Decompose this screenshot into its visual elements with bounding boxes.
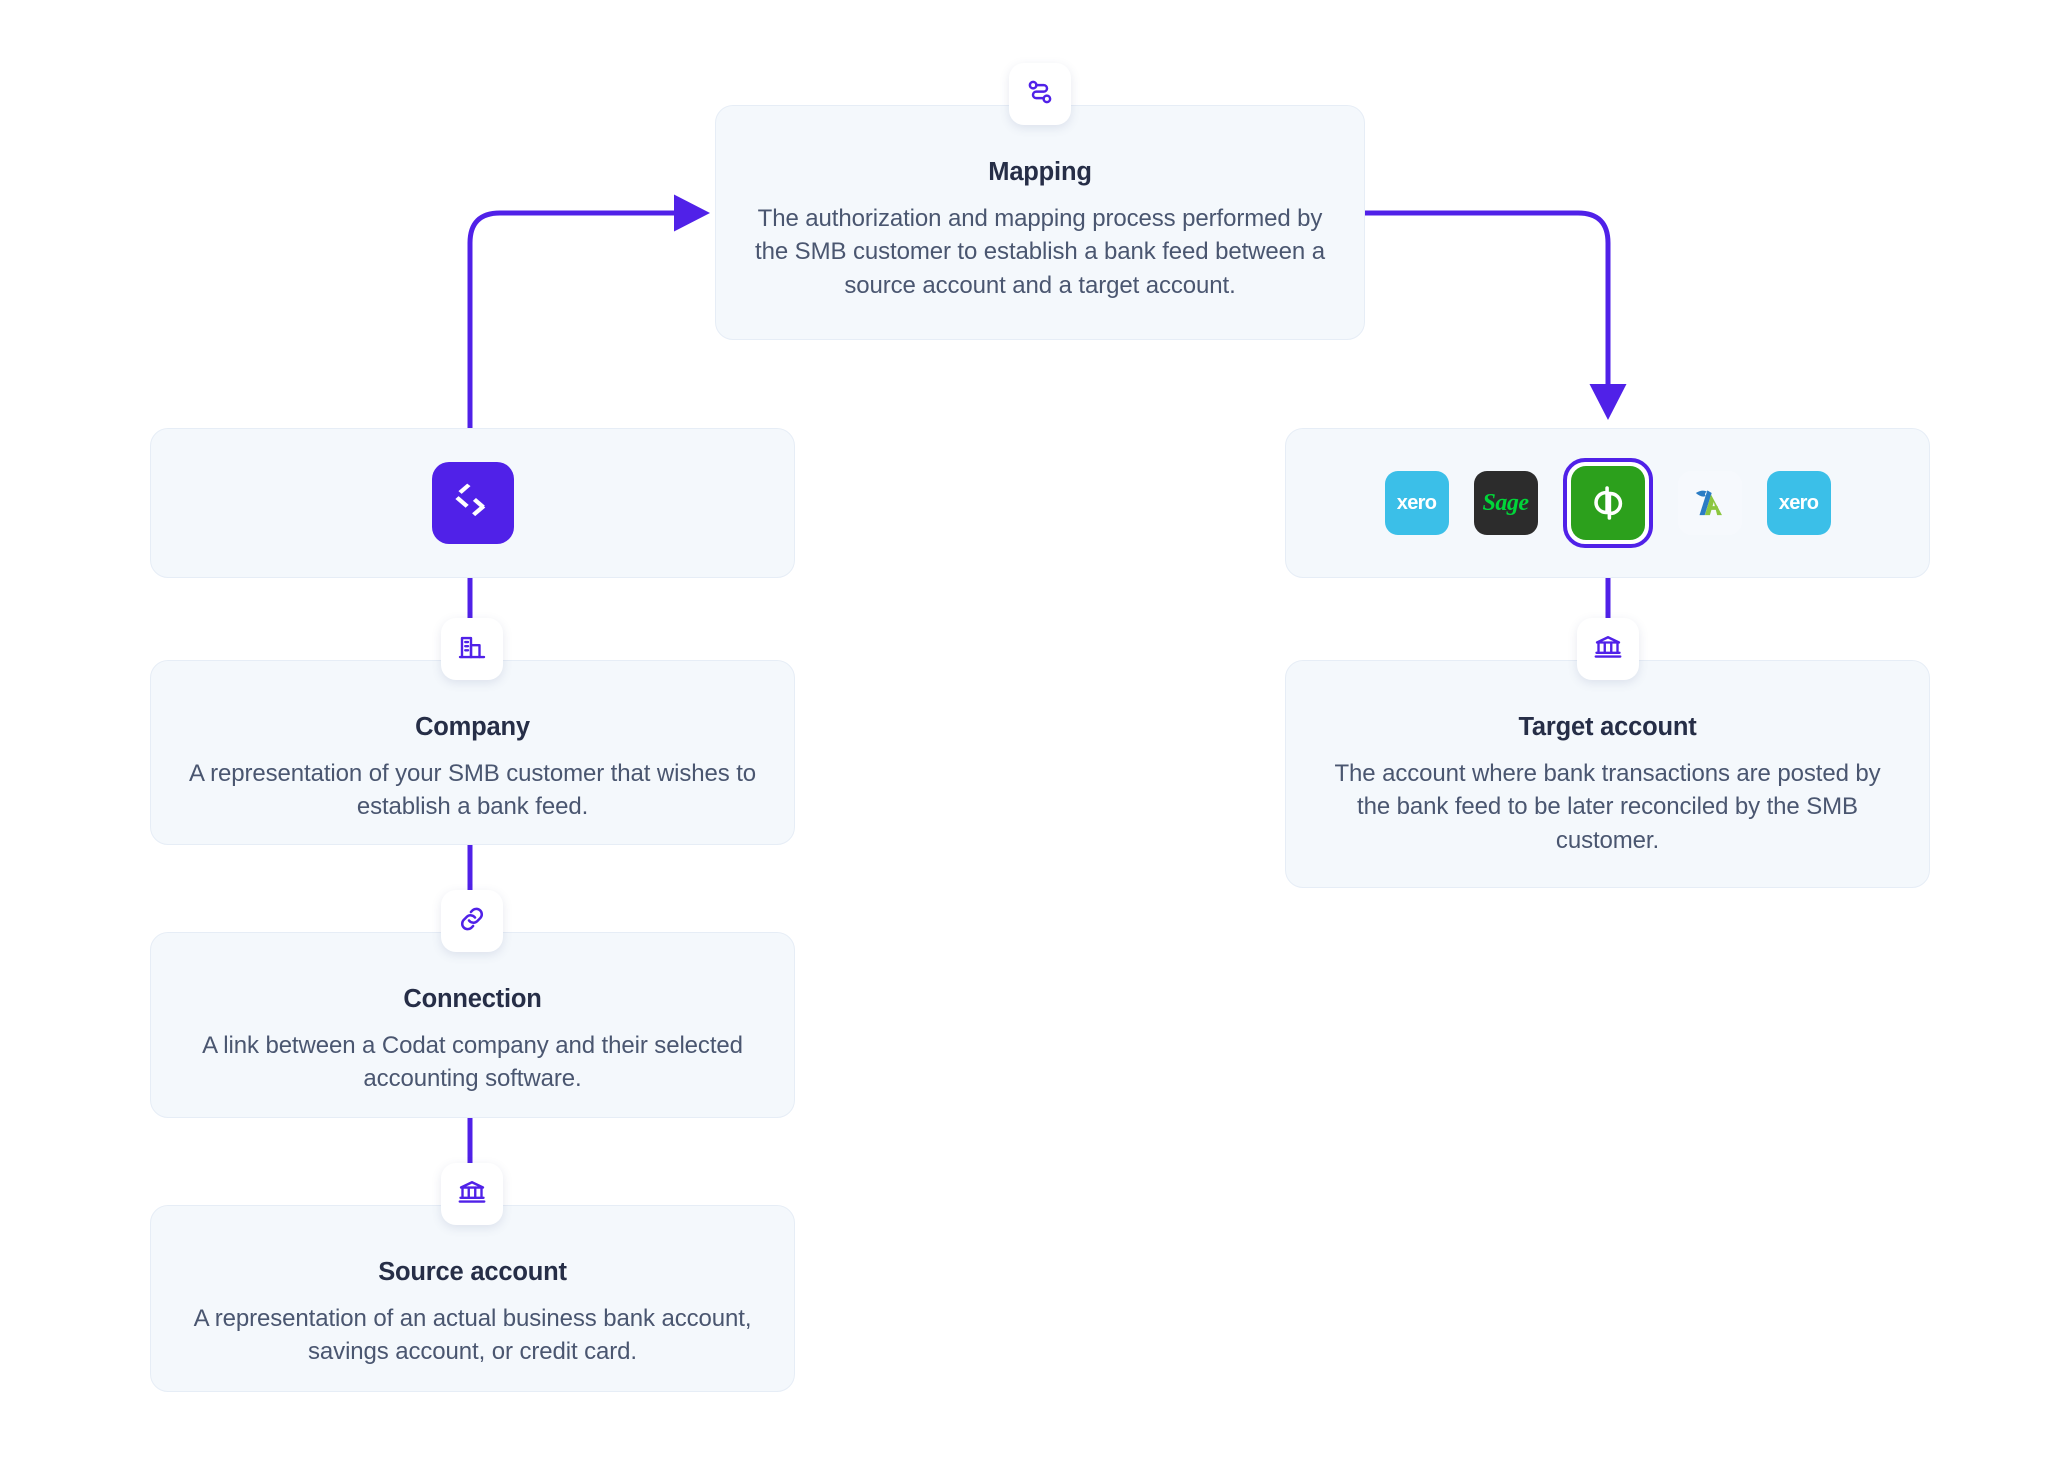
bank-icon (1593, 632, 1623, 667)
card-target-account: Target account The account where bank tr… (1285, 660, 1930, 888)
card-description-connection: A link between a Codat company and their… (202, 1032, 743, 1093)
logo-tile-xero-2[interactable]: xero (1766, 471, 1831, 535)
freeagent-logo (1695, 490, 1722, 516)
card-description-source-account: A representation of an actual business b… (193, 1305, 752, 1366)
sage-logo-text: Sage (1482, 489, 1530, 516)
bank-icon-badge-source (441, 1163, 503, 1225)
building-icon-badge (441, 618, 503, 680)
card-title-mapping: Mapping (988, 158, 1092, 186)
bank-icon-badge-target (1577, 618, 1639, 680)
card-title-source-account: Source account (378, 1258, 567, 1286)
card-accounting-software: xero Sage (1285, 428, 1930, 578)
logo-tile-freeagent[interactable] (1677, 471, 1742, 535)
card-connection: Connection A link between a Codat compan… (150, 932, 795, 1118)
bank-icon (457, 1177, 487, 1212)
logo-tile-xero-1[interactable]: xero (1384, 471, 1449, 535)
logo-tile-sage[interactable]: Sage (1473, 471, 1538, 535)
card-mapping: Mapping The authorization and mapping pr… (715, 105, 1365, 340)
xero-logo-text-2: xero (1778, 491, 1819, 514)
card-title-target-account: Target account (1518, 713, 1697, 741)
connector-codat-to-mapping (467, 194, 710, 431)
xero-logo-text: xero (1396, 491, 1437, 514)
link-icon-badge (441, 890, 503, 952)
card-description-target-account: The account where bank transactions are … (1334, 760, 1881, 854)
link-icon (457, 904, 487, 939)
building-icon (457, 632, 487, 667)
card-description-company: A representation of your SMB customer th… (188, 760, 757, 821)
quickbooks-logo (1570, 466, 1645, 540)
card-source-account: Source account A representation of an ac… (150, 1205, 795, 1392)
card-title-company: Company (415, 713, 530, 741)
route-icon-badge (1009, 63, 1071, 125)
card-title-connection: Connection (403, 985, 542, 1013)
codat-logo (431, 462, 514, 544)
logo-tile-quickbooks-selected[interactable] (1562, 458, 1653, 548)
card-company: Company A representation of your SMB cus… (150, 660, 795, 845)
card-description-mapping: The authorization and mapping process pe… (755, 205, 1325, 299)
connector-mapping-to-software (1362, 210, 1627, 420)
card-codat-platform (150, 428, 795, 578)
route-icon (1025, 77, 1055, 112)
